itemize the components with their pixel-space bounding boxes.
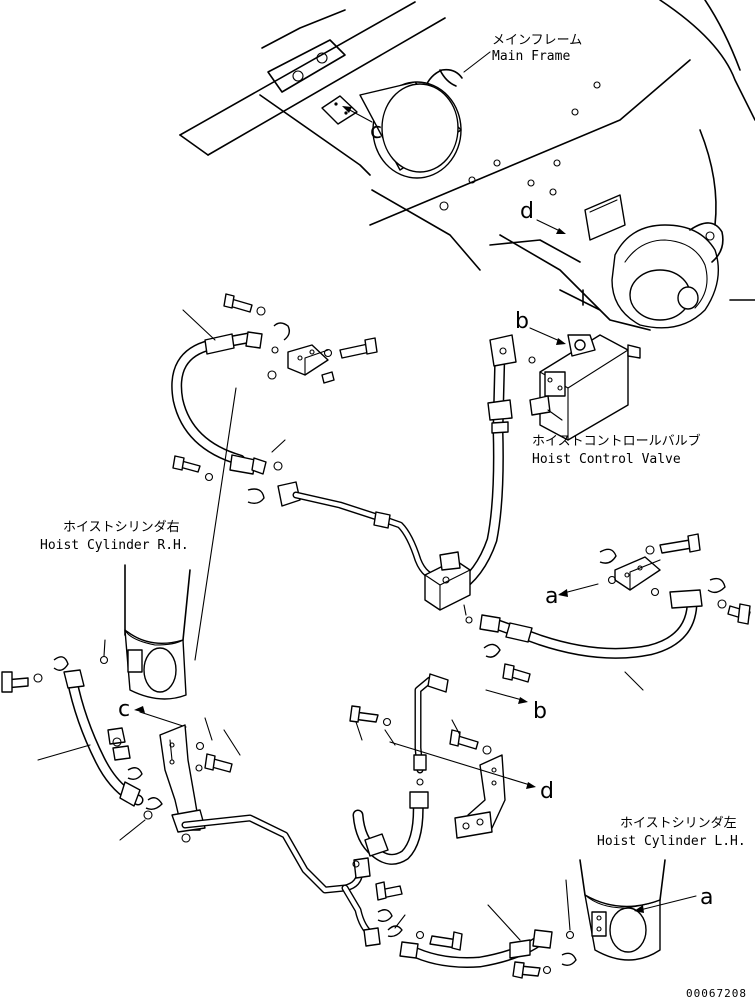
leader-lower-left-hose — [37, 744, 91, 761]
ref-d-top: d — [520, 199, 534, 224]
bolts-bottom — [387, 925, 577, 979]
hoist-control-valve — [529, 334, 641, 441]
center-pipe — [352, 673, 449, 868]
leader-junction — [463, 604, 467, 616]
leader-right-hose — [624, 671, 644, 691]
ref-c-lower-arrow — [139, 711, 187, 728]
ref-b-middle: b — [533, 699, 547, 724]
main-frame-label-en: Main Frame — [492, 49, 570, 64]
leader-oring-upper — [271, 439, 286, 453]
hoist-cylinder-rh-label-en: Hoist Cylinder R.H. — [40, 538, 189, 553]
leader-center-bolt — [355, 721, 363, 741]
ref-a-bottom-arrow — [639, 895, 697, 911]
lower-tube — [181, 814, 381, 947]
hoist-cylinder-lh-label-en: Hoist Cylinder L.H. — [597, 834, 746, 849]
bolts-upper-left — [172, 293, 378, 505]
ref-b-top-arrow — [529, 327, 563, 343]
junction-block — [424, 551, 471, 611]
leader-rh-cylinder-hose — [194, 387, 237, 661]
ref-a-middle: a — [545, 584, 558, 609]
center-bracket — [349, 705, 506, 839]
bottom-hose — [399, 929, 553, 968]
ref-d-top-arrow — [536, 219, 563, 233]
leader-oring-lower — [119, 819, 146, 841]
leader-bottom-oring — [394, 914, 406, 929]
ref-b-top: b — [515, 309, 529, 334]
lower-left-hose — [63, 669, 144, 807]
bolts-right — [483, 533, 751, 683]
ref-a-bottom: a — [700, 885, 713, 910]
hoist-cylinder-lh — [579, 859, 666, 961]
leader-upper-left-hose — [182, 309, 216, 341]
hoist-control-valve-label-jp: ホイストコントロールバルブ — [532, 433, 701, 449]
ref-c-lower: c — [118, 697, 130, 722]
hoist-control-valve-label-en: Hoist Control Valve — [532, 452, 681, 467]
right-hose — [479, 589, 703, 659]
ref-c-top: c — [370, 119, 382, 144]
ref-d-lower-arrow — [389, 741, 531, 786]
main-frame — [179, 0, 755, 331]
ref-d-lower: d — [540, 779, 554, 804]
hoist-cylinder-lh-label-jp: ホイストシリンダ左 — [620, 816, 737, 831]
ref-c-top-arrow — [345, 107, 373, 123]
main-frame-label-jp: メインフレーム — [492, 33, 582, 48]
ref-b-middle-arrow — [485, 689, 523, 701]
upper-tube — [277, 481, 444, 582]
hoist-cylinder-rh — [124, 564, 191, 700]
leader-bottom-hose — [487, 904, 521, 941]
drawing-number: 00067208 — [686, 987, 747, 1000]
hoist-cylinder-rh-label-jp: ホイストシリンダ右 — [63, 520, 180, 535]
upper-left-hose — [171, 331, 267, 475]
valve-pipe — [449, 334, 536, 596]
main-frame-leader — [463, 51, 491, 73]
bolts-bracket — [195, 717, 403, 923]
bolts-lower-left — [1, 656, 163, 820]
